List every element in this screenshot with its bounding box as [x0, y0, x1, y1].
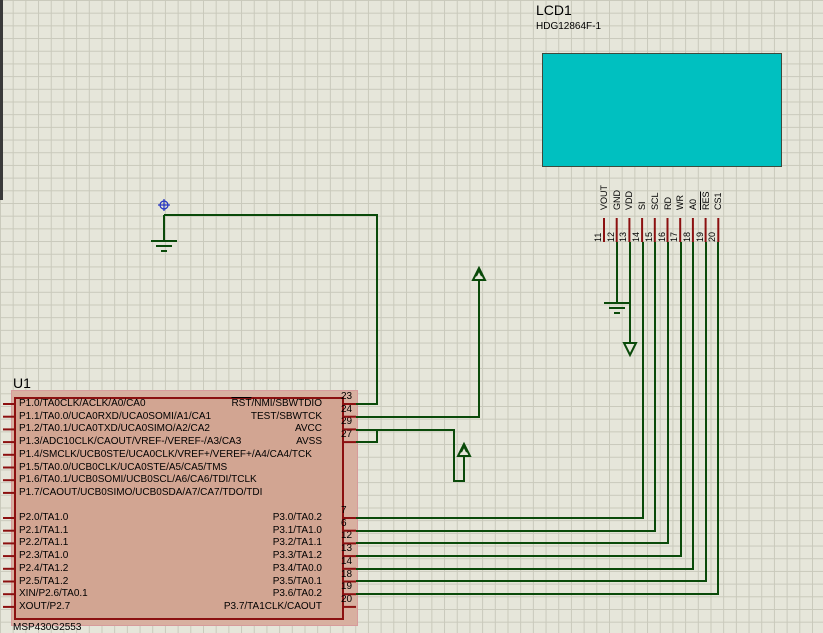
sheet-border	[0, 0, 3, 200]
mcu-left-pin-name: P1.6/TA0.1/UCB0SOMI/UCB0SCL/A6/CA6/TDI/T…	[19, 474, 257, 486]
mcu-pin-number: 6	[341, 517, 347, 529]
mcu-left-pin-name: P2.0/TA1.0	[19, 512, 69, 523]
mcu-left-pin-name: P2.3/TA1.0	[19, 550, 69, 562]
probe-crosshair-icon[interactable]	[158, 199, 170, 211]
wire-p36-cs1[interactable]	[356, 242, 719, 595]
mcu-body[interactable]	[14, 397, 344, 620]
lcd-refdes[interactable]: LCD1	[536, 2, 572, 18]
mcu-left-pin-name: XOUT/P2.7	[19, 600, 71, 612]
mcu-left-pin-name: P1.7/CAOUT/UCB0SIMO/UCB0SDA/A7/CA7/TDO/T…	[19, 486, 263, 498]
wire-avss[interactable]	[356, 430, 378, 443]
ground-symbol-lcd	[604, 302, 630, 314]
mcu-left-pin-name: XIN/P2.6/TA0.1	[19, 588, 88, 600]
mcu-left-pin-name: P1.0/TA0CLK/ACLK/A0/CA0	[19, 398, 146, 409]
pin-name-part: AVSS	[296, 436, 322, 448]
ground-symbol-mcu	[151, 240, 177, 252]
mcu-pin-number: 27	[341, 429, 353, 441]
wire-p34-a0[interactable]	[356, 242, 694, 570]
wire-p31-scl[interactable]	[356, 242, 656, 532]
mcu-right-pin-name: AVCC	[295, 423, 322, 434]
mcu-left-pin-name: P2.1/TA1.1	[19, 524, 69, 536]
mcu-right-pin-name: P3.2/TA1.1	[272, 537, 322, 549]
power-arrow-lcd-vdd	[622, 342, 638, 358]
wire-avcc[interactable]	[356, 429, 465, 482]
mcu-right-pin-name: P3.5/TA0.1	[272, 575, 322, 587]
mcu-left-pin-name: P1.4/SMCLK/UCB0STE/UCA0CLK/VREF+/VEREF+/…	[19, 448, 312, 460]
mcu-pin-number: 20	[341, 593, 353, 605]
mcu-pin-number: 18	[341, 568, 353, 580]
mcu-part-number[interactable]: MSP430G2553	[13, 622, 82, 633]
wire-p32-rd[interactable]	[356, 242, 669, 544]
mcu-left-pin-name: P1.2/TA0.1/UCA0TXD/UCA0SIMO/A2/CA2	[19, 423, 210, 435]
mcu-pin-number: 24	[341, 403, 353, 415]
pin-name-part: TEST/SBWTCK	[250, 410, 322, 422]
mcu-pin-number: 29	[341, 416, 353, 428]
mcu-pin-number: 19	[341, 581, 353, 593]
mcu-left-pin-name: P1.5/TA0.0/UCB0CLK/UCA0STE/A5/CA5/TMS	[19, 461, 228, 473]
pin-name-part: /NMI/SBWTDIO	[251, 398, 322, 409]
mcu-left-pin-name: P1.1/TA0.0/UCA0RXD/UCA0SOMI/A1/CA1	[19, 410, 212, 422]
lcd-part-number[interactable]: HDG12864F-1	[536, 21, 602, 32]
lcd-display[interactable]	[542, 53, 782, 167]
mcu-refdes[interactable]: U1	[13, 375, 31, 391]
lcd-pin-stubs	[603, 218, 720, 242]
mcu-left-pin-name: P2.5/TA1.2	[19, 575, 69, 587]
mcu-pin-number: 7	[341, 505, 347, 516]
wire-rst-ground[interactable]	[164, 214, 378, 405]
mcu-right-pin-name: AVSS	[296, 436, 322, 447]
wire-test-power[interactable]	[356, 280, 480, 418]
wire-p33-wr[interactable]	[356, 242, 682, 557]
mcu-pin-number: 23	[341, 391, 353, 402]
mcu-right-pin-name: TEST/SBWTCK	[251, 411, 322, 422]
mcu-right-pin-name: P3.6/TA0.2	[272, 588, 322, 600]
mcu-right-pin-name: RST/NMI/SBWTDIO	[231, 398, 322, 409]
mcu-pin-number: 14	[341, 555, 353, 567]
pin-name-part: AVCC	[294, 423, 322, 435]
mcu-right-pin-name: P3.4/TA0.0	[272, 562, 322, 574]
mcu-left-pin-name: P2.4/TA1.2	[19, 562, 69, 574]
mcu-pin-number: 13	[341, 543, 353, 555]
mcu-right-pin-name: P3.7/TA1CLK/CAOUT	[223, 600, 322, 612]
mcu-pin-number: 12	[341, 530, 353, 542]
mcu-left-pin-name: P1.3/ADC10CLK/CAOUT/VREF-/VEREF-/A3/CA3	[19, 436, 242, 448]
mcu-left-pin-name: P2.2/TA1.1	[19, 537, 69, 549]
wire-p30-si[interactable]	[356, 242, 644, 519]
mcu-pin-stubs	[3, 403, 356, 608]
wire-p35-res[interactable]	[356, 242, 707, 582]
pin-name-inverted: RST	[231, 398, 252, 409]
mcu-right-pin-name: P3.0/TA0.2	[272, 512, 322, 523]
mcu-right-pin-name: P3.1/TA1.0	[272, 524, 322, 536]
mcu-right-pin-name: P3.3/TA1.2	[272, 550, 322, 562]
